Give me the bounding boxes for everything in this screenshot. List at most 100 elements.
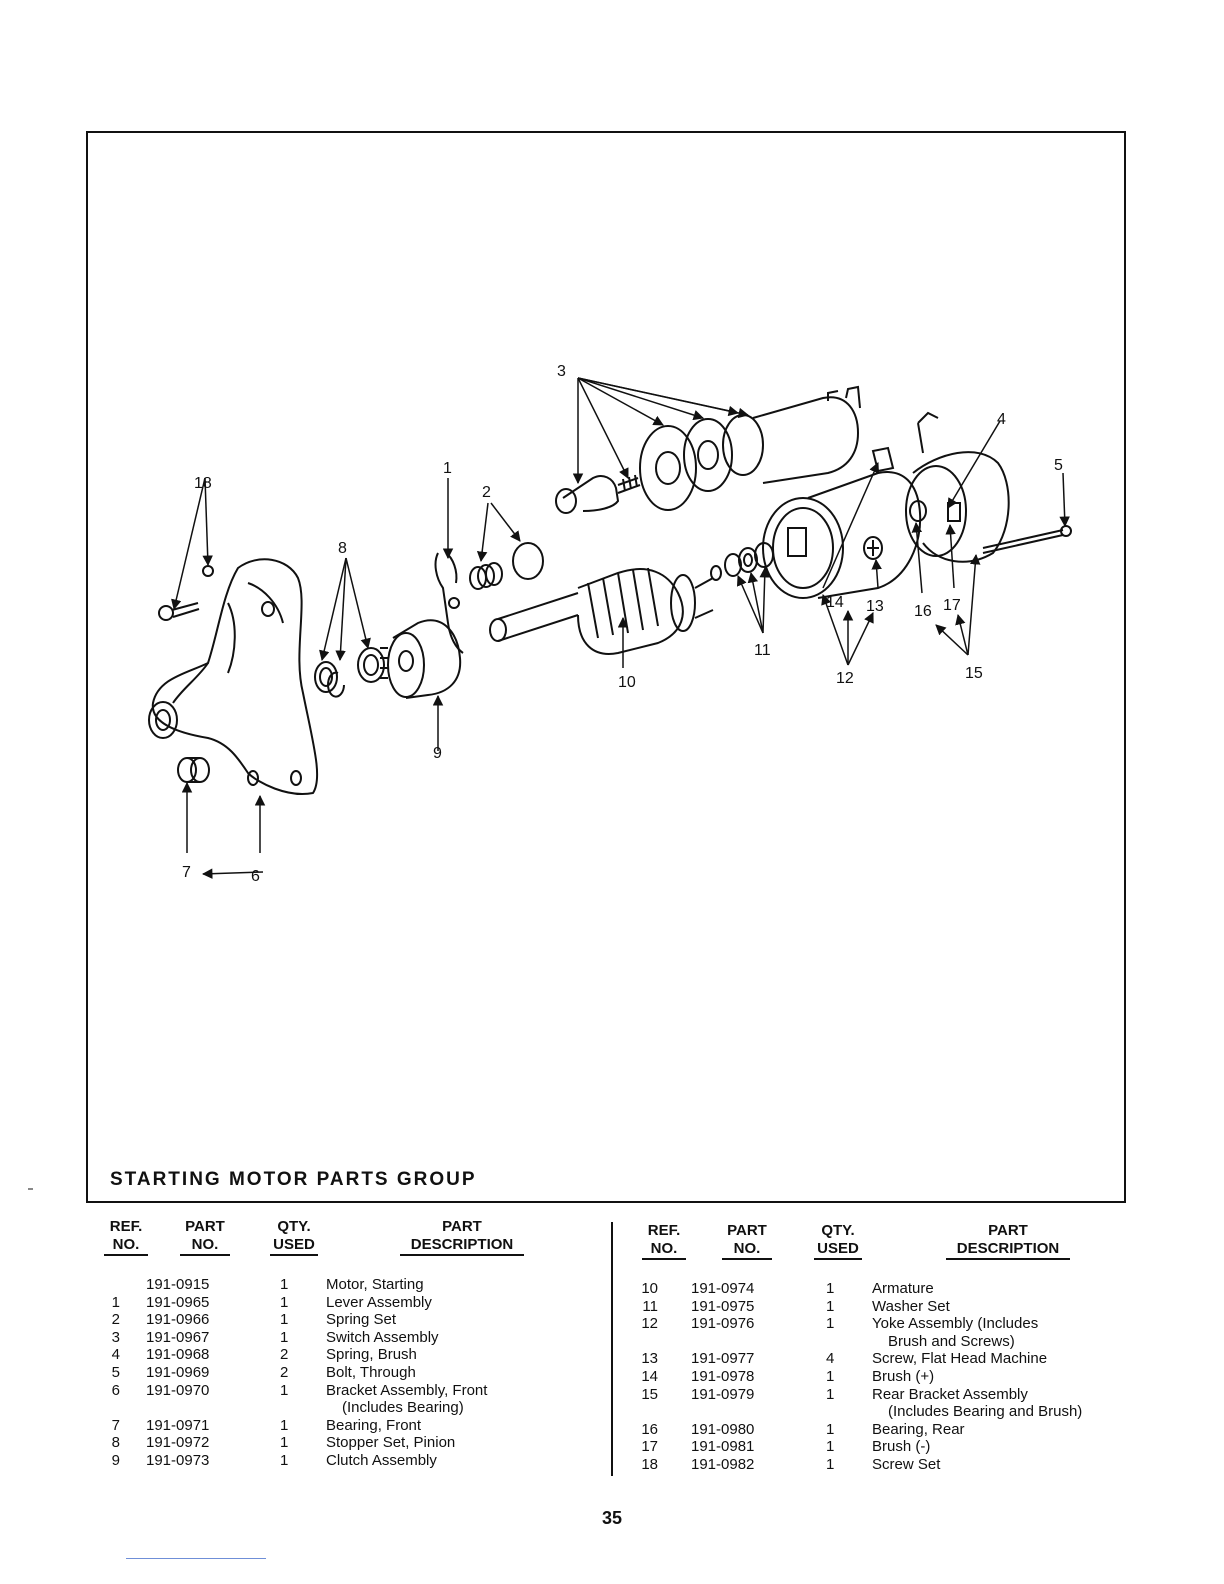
ref-no: 3	[111, 1328, 120, 1346]
washer-set-drawing	[724, 542, 774, 577]
screw-set-drawing	[158, 565, 214, 621]
callout-8: 8	[338, 540, 347, 557]
part-description: Yoke Assembly (Includes	[872, 1315, 1039, 1333]
part-description: Armature	[872, 1280, 934, 1297]
callout-1: 1	[443, 460, 452, 477]
qty-used: 1	[280, 1276, 289, 1293]
qty-used: 4	[826, 1350, 835, 1368]
part-description: Spring, Brush	[326, 1346, 417, 1364]
ref-no: 9	[111, 1451, 120, 1469]
qty-used: 1	[826, 1297, 835, 1315]
pinion-stopper-drawing	[314, 647, 385, 698]
part-no: 191-0982	[691, 1455, 755, 1473]
scan-speck	[28, 1188, 33, 1190]
part-description: Spring Set	[326, 1311, 397, 1329]
part-description: Bearing, Rear	[872, 1420, 965, 1438]
rear-bracket-drawing	[905, 411, 1010, 563]
qty-used: 1	[280, 1381, 289, 1399]
callout-18: 18	[194, 475, 212, 492]
part-description-continued: Brush and Screws)	[888, 1332, 1015, 1350]
part-no: 191-0977	[691, 1350, 755, 1368]
header-part-no: PART NO.	[722, 1222, 772, 1260]
callout-7: 7	[182, 864, 191, 881]
part-no: 191-0974	[691, 1280, 755, 1297]
part-description: Lever Assembly	[326, 1293, 432, 1311]
part-description: Washer Set	[872, 1297, 950, 1315]
part-description: Motor, Starting	[326, 1276, 424, 1293]
part-description: Stopper Set, Pinion	[326, 1434, 456, 1452]
page-number: 35	[601, 1508, 623, 1528]
qty-used: 1	[826, 1315, 835, 1333]
qty-used: 1	[280, 1311, 289, 1329]
callout-4: 4	[997, 411, 1006, 428]
callout-11: 11	[754, 642, 771, 659]
part-no: 191-0967	[146, 1328, 210, 1346]
qty-used: 1	[826, 1438, 835, 1456]
ref-no: 13	[641, 1350, 658, 1368]
header-part-description: PART DESCRIPTION	[400, 1218, 524, 1256]
callout-9: 9	[433, 745, 442, 762]
part-description: Bolt, Through	[326, 1363, 416, 1381]
part-no: 191-0978	[691, 1367, 755, 1385]
callout-10: 10	[618, 674, 636, 691]
part-description: Screw, Flat Head Machine	[872, 1350, 1048, 1368]
ref-no: 8	[111, 1434, 120, 1452]
part-no: 191-0968	[146, 1346, 210, 1364]
ref-no: 14	[641, 1367, 658, 1385]
lever-assembly-drawing	[434, 552, 464, 654]
qty-used: 1	[280, 1416, 289, 1434]
ref-no: 17	[641, 1438, 658, 1456]
part-no: 191-0970	[146, 1381, 210, 1399]
callout-2: 2	[482, 484, 491, 501]
qty-used: 2	[280, 1363, 289, 1381]
header-ref-no: REF. NO.	[104, 1218, 148, 1256]
ref-no: 15	[641, 1385, 658, 1403]
part-description: Clutch Assembly	[326, 1451, 437, 1469]
part-no: 191-0966	[146, 1311, 210, 1329]
part-description: Screw Set	[872, 1455, 941, 1473]
part-no: 191-0969	[146, 1363, 210, 1381]
part-description: Rear Bracket Assembly	[872, 1385, 1028, 1403]
header-qty-used: QTY. USED	[814, 1222, 862, 1260]
front-bracket-drawing	[148, 558, 319, 795]
ref-no: 2	[111, 1311, 120, 1329]
column-divider	[611, 1222, 613, 1476]
qty-used: 1	[280, 1434, 289, 1452]
part-no: 191-0973	[146, 1451, 210, 1469]
header-part-no: PART NO.	[180, 1218, 230, 1256]
ref-no: 11	[642, 1297, 658, 1315]
ref-no: 6	[111, 1381, 120, 1399]
ref-no: 1	[111, 1293, 120, 1311]
diagram-frame: 1 2 3 4 5 6 7 8 9 10 11 12 13 14 15 16 1…	[86, 131, 1126, 1203]
qty-used: 1	[280, 1328, 289, 1346]
part-description: Brush (-)	[872, 1438, 931, 1456]
callout-14: 14	[826, 594, 844, 611]
qty-used: 1	[826, 1280, 835, 1297]
callout-12: 12	[836, 670, 854, 687]
part-no: 191-0965	[146, 1293, 210, 1311]
part-no: 191-0979	[691, 1385, 755, 1403]
group-title: STARTING MOTOR PARTS GROUP	[110, 1169, 477, 1190]
qty-used: 1	[826, 1455, 835, 1473]
qty-used: 1	[826, 1420, 835, 1438]
part-no: 191-0972	[146, 1434, 210, 1452]
callout-15: 15	[965, 665, 983, 682]
ref-no: 4	[111, 1346, 120, 1364]
ref-no: 16	[641, 1420, 658, 1438]
qty-used: 1	[280, 1451, 289, 1469]
header-ref-no: REF. NO.	[642, 1222, 686, 1260]
part-no: 191-0915	[146, 1276, 210, 1293]
ref-no: 10	[641, 1280, 658, 1297]
part-no: 191-0971	[146, 1416, 210, 1434]
part-description: Bracket Assembly, Front	[326, 1381, 488, 1399]
qty-used: 1	[280, 1293, 289, 1311]
part-description: Bearing, Front	[326, 1416, 422, 1434]
header-part-description: PART DESCRIPTION	[946, 1222, 1070, 1260]
qty-used: 1	[826, 1385, 835, 1403]
part-no: 191-0980	[691, 1420, 755, 1438]
ref-no: 18	[641, 1455, 658, 1473]
ref-no: 12	[641, 1315, 658, 1333]
footer-rule	[126, 1558, 266, 1559]
qty-used: 2	[280, 1346, 289, 1364]
switch-assembly-drawing	[555, 385, 861, 514]
